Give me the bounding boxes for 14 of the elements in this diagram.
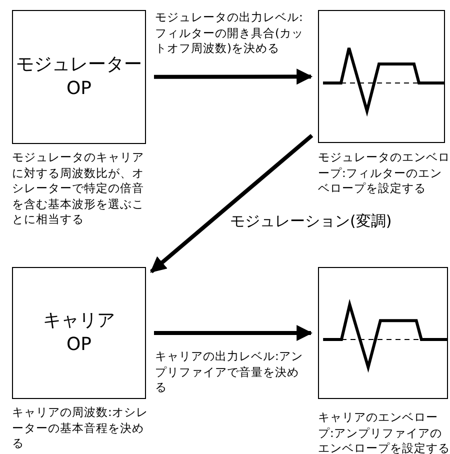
node-caption: キャリアのエンベロープ:アンプリファイアのエンベロープを設定する — [318, 410, 450, 454]
operator-box — [12, 267, 146, 399]
operator-box — [12, 10, 146, 144]
node-label: モジュレーター OP — [15, 52, 143, 101]
node-caption: キャリアの周波数:オシレーターの基本音程を決める — [12, 405, 149, 452]
arrow — [150, 134, 314, 274]
envelope-panel — [318, 10, 445, 143]
node-caption: モジュレータのキャリアに対する周波数比が、オシレーターで特定の倍音を含む基本波形を選ぶことに相当する — [12, 150, 145, 228]
arrow — [154, 325, 313, 341]
node-caption: モジュレータのエンベロープ:フィルターのエンベロープを設定する — [318, 150, 450, 197]
envelope-panel — [318, 267, 448, 399]
edge-label: モジュレータの出力レベル:フィルターの開き具合(カットオフ周波数)を決める — [155, 10, 305, 57]
arrow — [154, 68, 313, 85]
node-label: キャリア OP — [42, 308, 116, 357]
